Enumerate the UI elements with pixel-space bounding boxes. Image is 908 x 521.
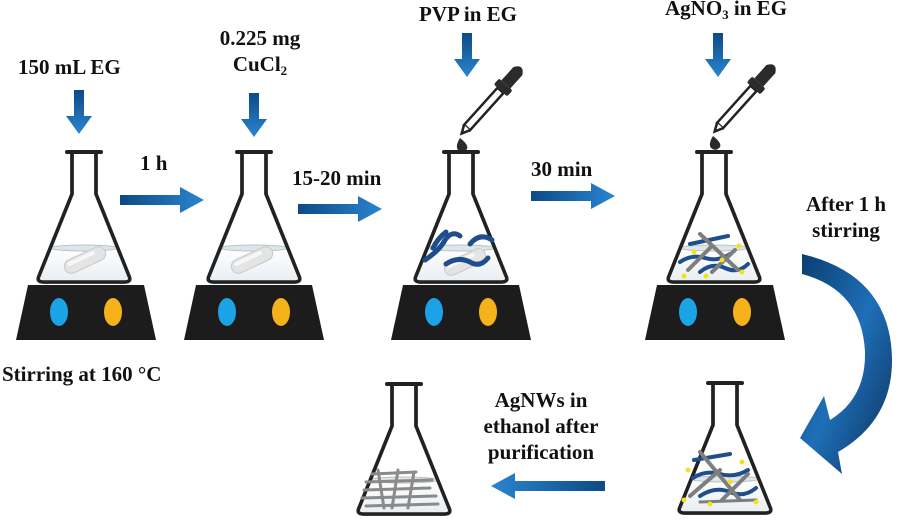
label-time-3: 30 min	[531, 157, 593, 181]
hot-plate-4	[645, 285, 785, 340]
arrow-step-1	[120, 187, 204, 213]
pvp-chains	[422, 229, 495, 267]
label-after-2: stirring	[812, 218, 880, 242]
label-pvp: PVP in EG	[419, 2, 518, 26]
arrow-to-final	[491, 473, 605, 499]
arrow-step-2	[298, 196, 382, 222]
hot-plate-1	[16, 285, 156, 340]
hot-plate-2	[184, 285, 324, 340]
flask-final	[356, 382, 452, 516]
curved-arrow	[800, 254, 893, 474]
label-eg: 150 mL EG	[18, 55, 121, 79]
silver-particles-5	[681, 459, 759, 507]
down-arrow-2	[241, 93, 267, 137]
label-time-2: 15-20 min	[292, 166, 382, 190]
label-stirring: Stirring at 160 °C	[2, 362, 162, 386]
down-arrow-1	[66, 90, 92, 134]
label-after-1: After 1 h	[805, 192, 887, 216]
label-final-1: AgNWs in	[494, 388, 588, 412]
label-cucl2-formula: CuCl2	[232, 52, 288, 78]
label-cucl2-amount: 0.225 mg	[219, 26, 301, 50]
down-arrow-4	[705, 33, 731, 77]
silver-particles-4	[681, 243, 745, 279]
label-final-3: purification	[487, 440, 595, 464]
down-arrow-3	[454, 33, 480, 77]
hot-plate-3	[391, 285, 531, 340]
label-final-2: ethanol after	[483, 414, 599, 438]
purified-nanowires	[360, 468, 440, 510]
silver-nanowires-forming	[678, 232, 750, 274]
label-time-1: 1 h	[140, 151, 168, 175]
label-agno3: AgNO3 in EG	[665, 0, 788, 22]
arrow-step-3	[531, 183, 615, 209]
